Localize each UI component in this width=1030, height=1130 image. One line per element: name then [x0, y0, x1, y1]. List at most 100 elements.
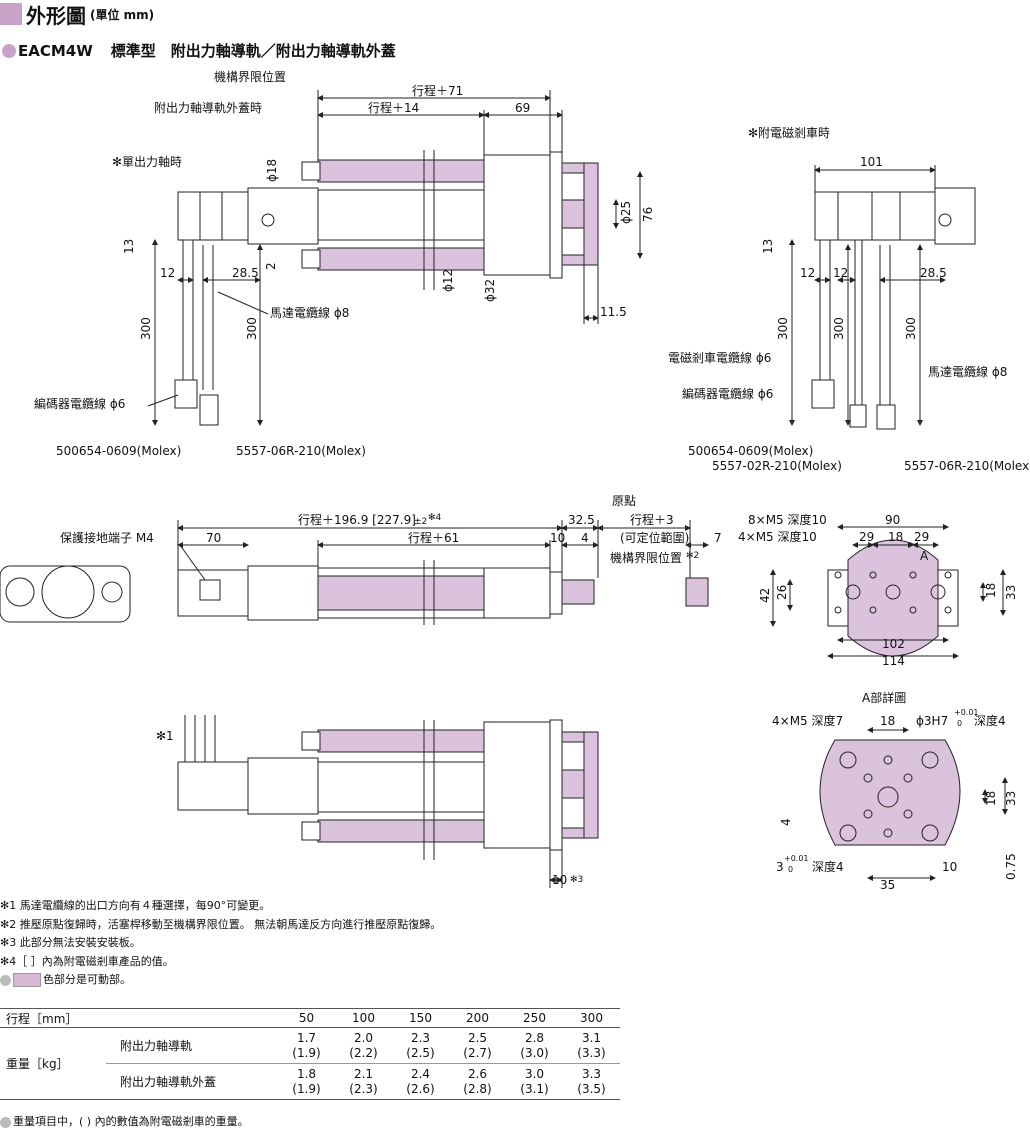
dim-300-a: 300 [139, 317, 153, 340]
dim-35: 35 [880, 878, 895, 892]
cell-value: 3.1 [581, 1030, 602, 1045]
dim-stroke-total: 行程＋196.9 [227.9] [298, 512, 416, 527]
note-3: ✻3 此部分無法安裝安裝板。 [0, 936, 141, 949]
dim-101: 101 [860, 155, 883, 169]
detail-a-view [819, 727, 1008, 881]
cell-brake-value: (3.3) [577, 1045, 606, 1060]
label-depth4-b: 深度4 [812, 859, 844, 874]
row-name: 附出力軸導軌 [106, 1027, 278, 1064]
dim-phi12: ϕ12 [441, 269, 455, 292]
cell: 3.3(3.5) [563, 1063, 620, 1100]
dim-26: 26 [775, 585, 789, 600]
cell-value: 2.5 [467, 1030, 488, 1045]
table-row: 附出力軸導軌外蓋 1.8(1.9) 2.1(2.3) 2.4(2.6) 2.6(… [0, 1063, 620, 1100]
dim-300-ra: 300 [776, 317, 790, 340]
cell: 1.8(1.9) [278, 1063, 335, 1100]
dim-114: 114 [882, 654, 905, 668]
dim-phi25: ϕ25 [619, 201, 633, 224]
cell: 1.7(1.9) [278, 1027, 335, 1064]
label-origin: 原點 [612, 494, 636, 508]
dim-13-r: 13 [761, 239, 775, 254]
dim-28-5: 28.5 [232, 266, 259, 280]
movable-swatch [13, 973, 41, 987]
header-stroke-value: 300 [563, 1008, 620, 1028]
model-code: EACM4W [18, 41, 93, 60]
header-stroke: 行程［mm］ [0, 1008, 278, 1028]
label-mech-limit-m: 機構界限位置 [610, 550, 682, 565]
side-view [177, 520, 709, 625]
dim-10-b: 10 [552, 873, 567, 887]
note-1: ✻1 馬達電纜線的出口方向有４種選擇，每90°可變更。 [0, 899, 271, 912]
label-mech-limit: 機構界限位置 [214, 69, 286, 84]
label-connector-r3: 5557-06R-210(Molex) [904, 459, 1030, 473]
cell-value: 3.0 [524, 1066, 545, 1081]
label-connector-r1: 500654-0609(Molex) [688, 444, 813, 458]
footnote-text: 重量項目中，( ) 內的數值為附電磁剎車的重量。 [13, 1115, 249, 1128]
cell-brake-value: (3.5) [577, 1081, 606, 1096]
header-stroke-value: 100 [335, 1008, 392, 1028]
dim-11-5: 11.5 [600, 305, 627, 319]
cell-value: 3.3 [581, 1066, 602, 1081]
dim-stroke-14: 行程＋14 [368, 100, 419, 115]
dim-33-f: 33 [1004, 585, 1018, 600]
cell-value: 2.8 [524, 1030, 545, 1045]
cell: 2.5(2.7) [449, 1027, 506, 1064]
label-single-shaft: ✻單出力軸時 [112, 155, 182, 169]
dim-12-rb: 12 [833, 266, 848, 280]
dim-28-5-r: 28.5 [920, 266, 947, 280]
dim-stroke-61: 行程＋61 [408, 530, 459, 545]
dim-4-a: 4 [779, 818, 793, 826]
cell: 2.1(2.3) [335, 1063, 392, 1100]
label-m5-4-a: 4×M5 深度7 [772, 713, 843, 728]
dim-33-a: 33 [1004, 791, 1018, 806]
dim-10-a: 10 [942, 860, 957, 874]
bullet-icon [2, 43, 16, 58]
label-h7: ϕ3H7 [916, 714, 948, 728]
label-encoder-cable-r: 編碼器電纜線 ϕ6 [682, 386, 773, 401]
label-brake-cable: 電磁剎車電纜線 ϕ6 [668, 350, 771, 365]
dim-70: 70 [206, 531, 221, 545]
tol-upper: +0.01 [954, 708, 979, 717]
label-cover: 附出力軸導軌外蓋時 [154, 100, 262, 115]
header-stroke-value: 200 [449, 1008, 506, 1028]
header-stroke-value: 250 [506, 1008, 563, 1028]
cell-brake-value: (3.0) [520, 1045, 549, 1060]
dim-102: 102 [882, 637, 905, 651]
top-left-view [147, 90, 643, 426]
cell-brake-value: (2.5) [406, 1045, 435, 1060]
label-m5-8: 8×M5 深度10 [748, 512, 827, 527]
cell-value: 2.0 [353, 1030, 374, 1045]
cell-value: 2.1 [353, 1066, 374, 1081]
cell-brake-value: (2.8) [463, 1081, 492, 1096]
weight-table: 行程［mm］ 50 100 150 200 250 300 重量［kg］ 附出力… [0, 1008, 620, 1100]
label-connector-2: 5557-06R-210(Molex) [236, 444, 366, 458]
label-brake: ✻附電磁剎車時 [748, 125, 830, 140]
label-range: (可定位範圍) [620, 530, 689, 545]
label-connector-1: 500654-0609(Molex) [56, 444, 181, 458]
cell-brake-value: (2.6) [406, 1081, 435, 1096]
cell: 2.4(2.6) [392, 1063, 449, 1100]
table-row: 重量［kg］ 附出力軸導軌 1.7(1.9) 2.0(2.2) 2.3(2.5)… [0, 1027, 620, 1100]
dim-7: 7 [714, 531, 722, 545]
bullet-icon [0, 974, 11, 986]
cell-brake-value: (1.9) [292, 1081, 321, 1096]
cell: 2.6(2.8) [449, 1063, 506, 1100]
bullet-icon [0, 1116, 11, 1128]
row-name: 附出力軸導軌外蓋 [106, 1063, 278, 1100]
header-stroke-value: 150 [392, 1008, 449, 1028]
cell-brake-value: (2.2) [349, 1045, 378, 1060]
dim-18-a: 18 [880, 714, 895, 728]
label-motor-cable-r: 馬達電纜線 ϕ8 [928, 364, 1007, 379]
cell: 2.3(2.5) [392, 1027, 449, 1064]
note-4: ✻4［ ］內為附電磁剎車產品的值。 [0, 954, 174, 968]
dim-29-a: 29 [859, 530, 874, 544]
dim-300-b: 300 [245, 317, 259, 340]
cell-brake-value: (2.3) [349, 1081, 378, 1096]
dim-10-m: 10 [550, 531, 565, 545]
cell-value: 2.3 [410, 1030, 431, 1045]
tol-lower-b: 0 [788, 865, 793, 874]
dim-300-rb: 300 [832, 317, 846, 340]
legend: 色部分是可動部。 [0, 971, 441, 990]
dim-stroke-71: 行程＋71 [412, 83, 463, 98]
note1-mark: ✻1 [156, 729, 174, 743]
